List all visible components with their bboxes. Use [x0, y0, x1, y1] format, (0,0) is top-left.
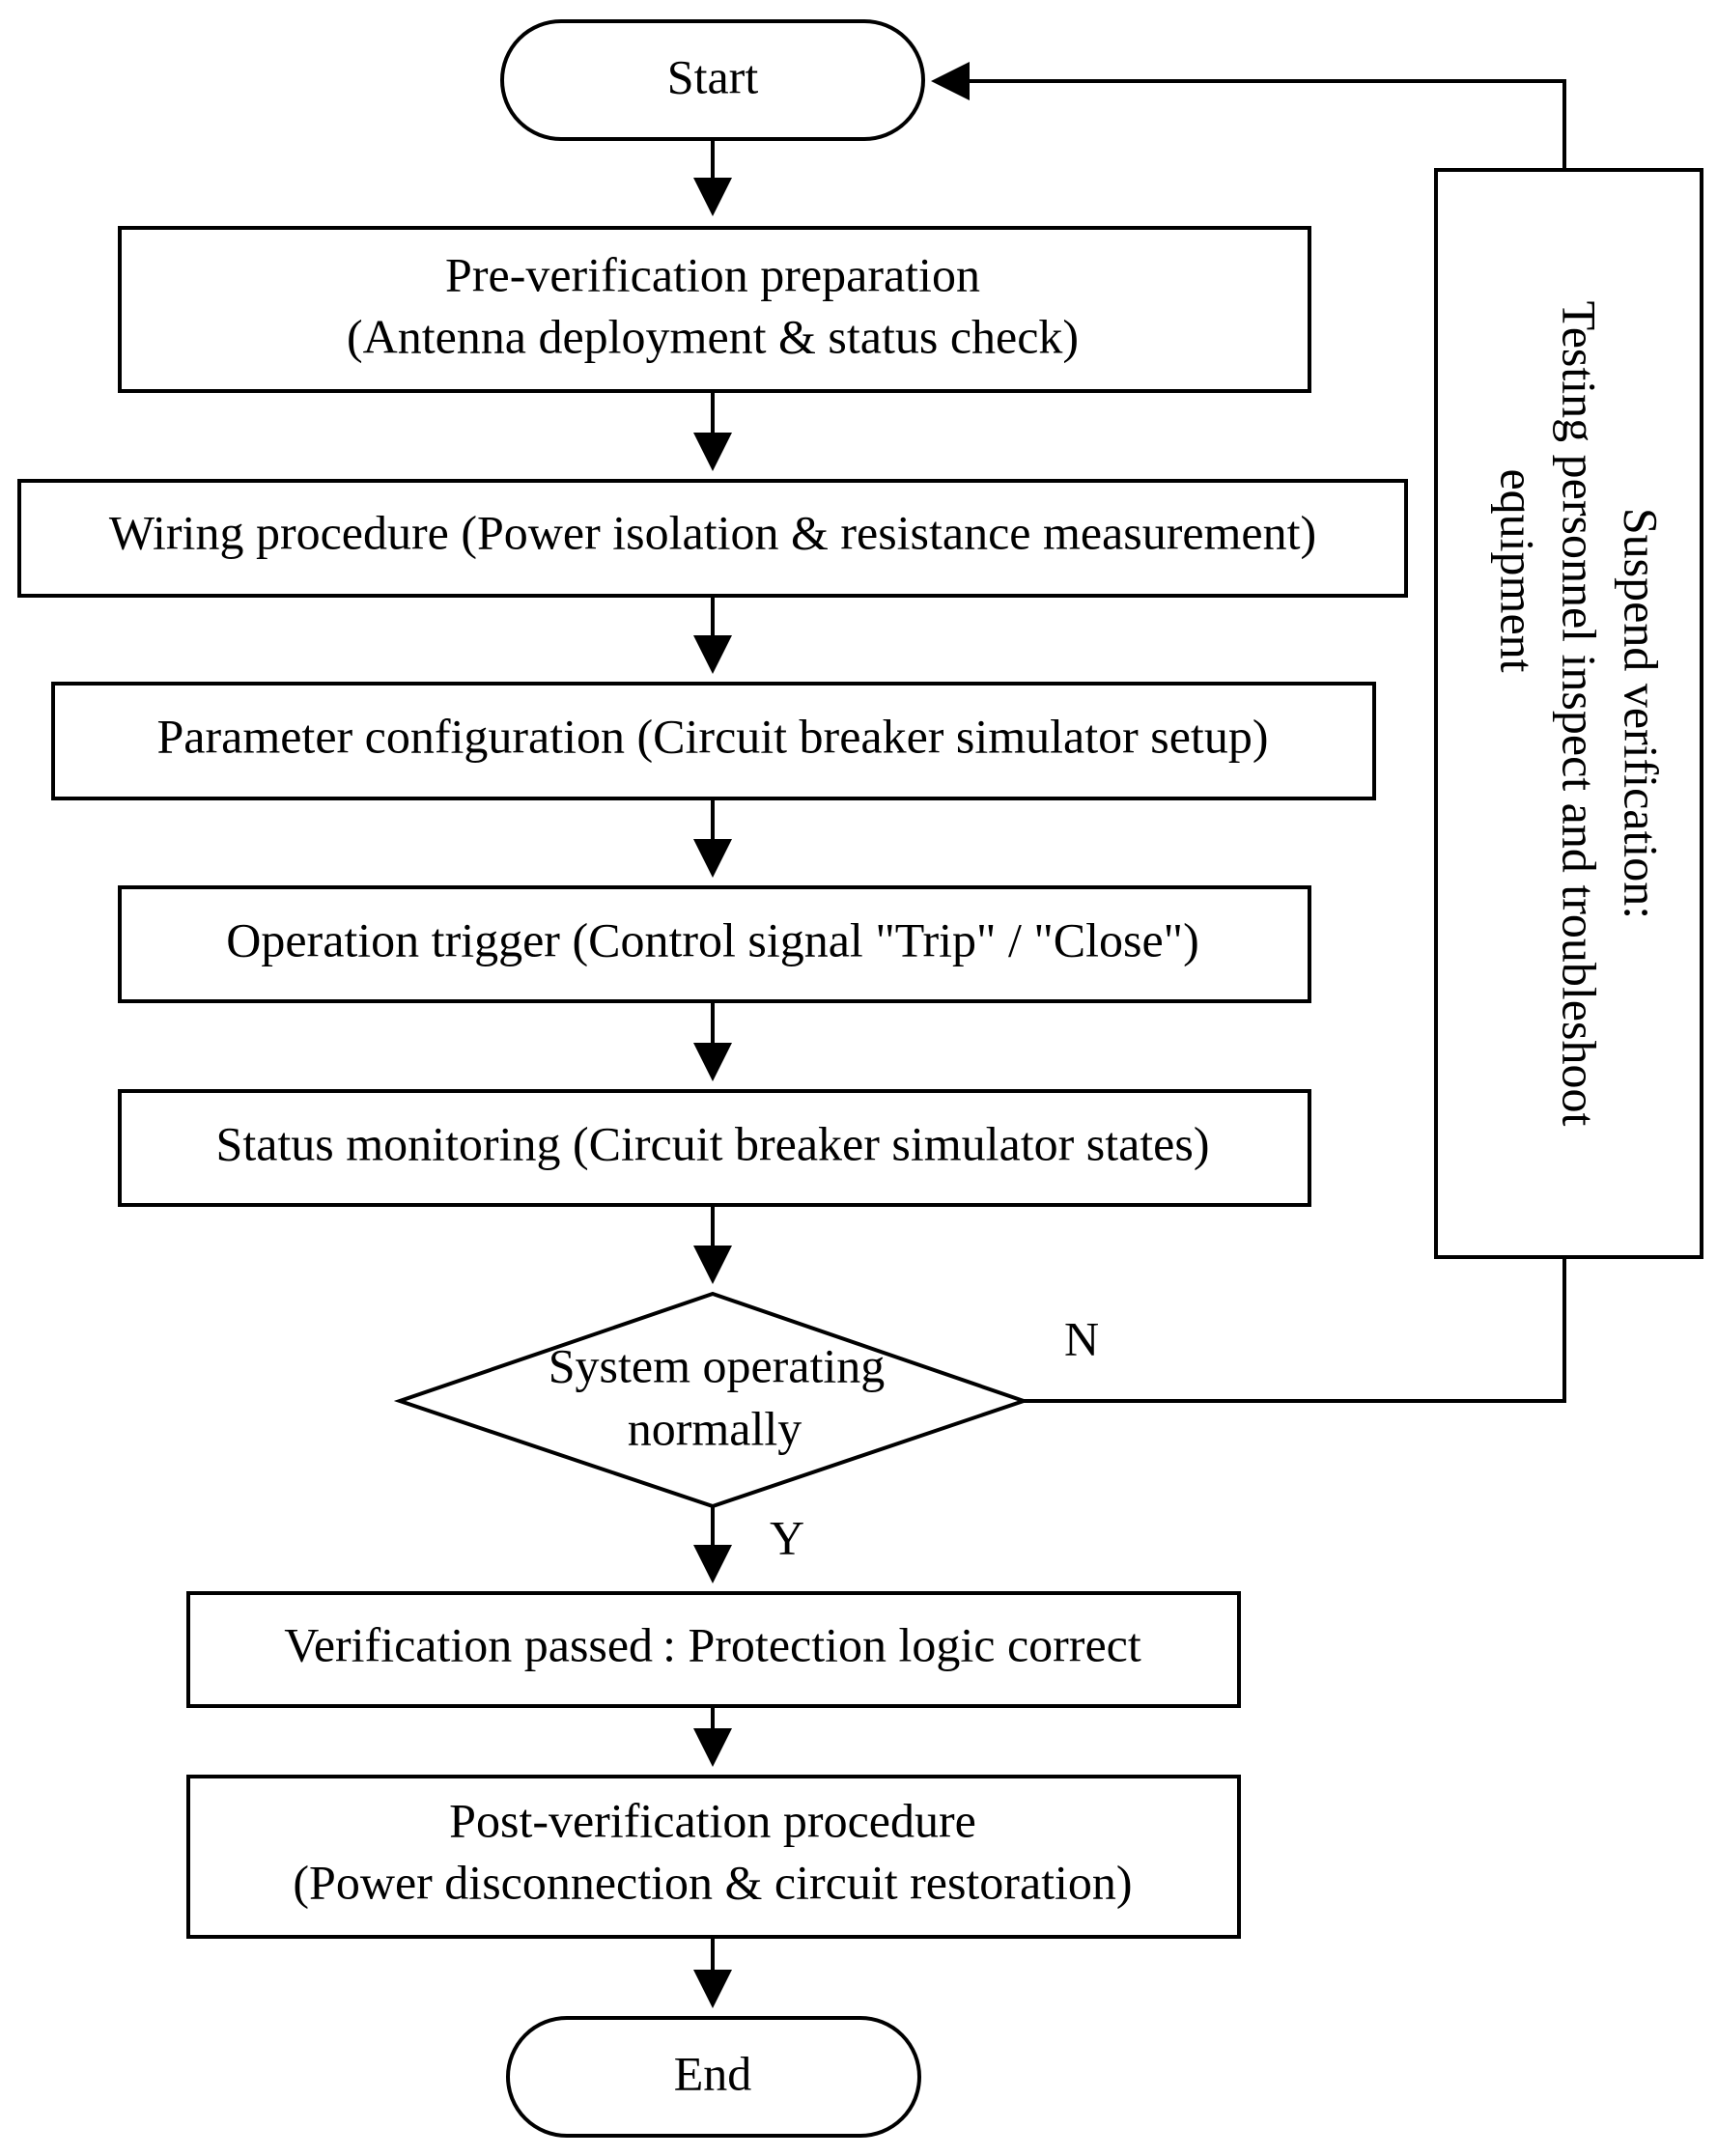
wiring-step: Wiring procedure (Power isolation & resi… — [17, 479, 1408, 598]
suspend-line2: Testing personnel inspect and troublesho… — [1553, 301, 1607, 1127]
preparation-step: Pre-verification preparation (Antenna de… — [118, 226, 1311, 393]
trigger-label: Operation trigger (Control signal "Trip"… — [226, 912, 1198, 966]
monitoring-step: Status monitoring (Circuit breaker simul… — [118, 1089, 1311, 1207]
suspend-step: Suspend verification: Testing personnel … — [1434, 168, 1703, 1259]
post-step: Post-verification procedure (Power disco… — [186, 1775, 1241, 1939]
post-title: Post-verification procedure — [449, 1793, 976, 1847]
parameter-step: Parameter configuration (Circuit breaker… — [51, 682, 1376, 800]
suspend-line1: Suspend verification: — [1615, 508, 1669, 919]
connectors — [693, 62, 1566, 2008]
preparation-detail: (Antenna deployment & status check) — [347, 309, 1079, 363]
no-branch-label: N — [1064, 1311, 1099, 1365]
preparation-title: Pre-verification preparation — [445, 247, 980, 301]
trigger-step: Operation trigger (Control signal "Trip"… — [118, 885, 1311, 1003]
end-label: End — [674, 2046, 752, 2100]
start-label: Start — [667, 49, 759, 103]
decision-line2: normally — [628, 1401, 802, 1455]
yes-branch-label: Y — [770, 1510, 804, 1564]
arrow-suspend-to-start — [931, 62, 1566, 170]
monitoring-label: Status monitoring (Circuit breaker simul… — [216, 1116, 1210, 1170]
post-detail: (Power disconnection & circuit restorati… — [293, 1855, 1132, 1909]
passed-step: Verification passed : Protection logic c… — [186, 1591, 1241, 1708]
end-node: End — [506, 2016, 921, 2138]
decision-line1: System operating — [549, 1338, 886, 1392]
wiring-label: Wiring procedure (Power isolation & resi… — [109, 505, 1316, 559]
passed-label: Verification passed : Protection logic c… — [284, 1617, 1141, 1671]
decision-node: System operating normally — [393, 1291, 1030, 1509]
suspend-line3: equipment — [1491, 468, 1545, 672]
parameter-label: Parameter configuration (Circuit breaker… — [157, 709, 1269, 763]
start-node: Start — [500, 19, 925, 141]
connector-decision-no-to-suspend — [1024, 1257, 1566, 1403]
